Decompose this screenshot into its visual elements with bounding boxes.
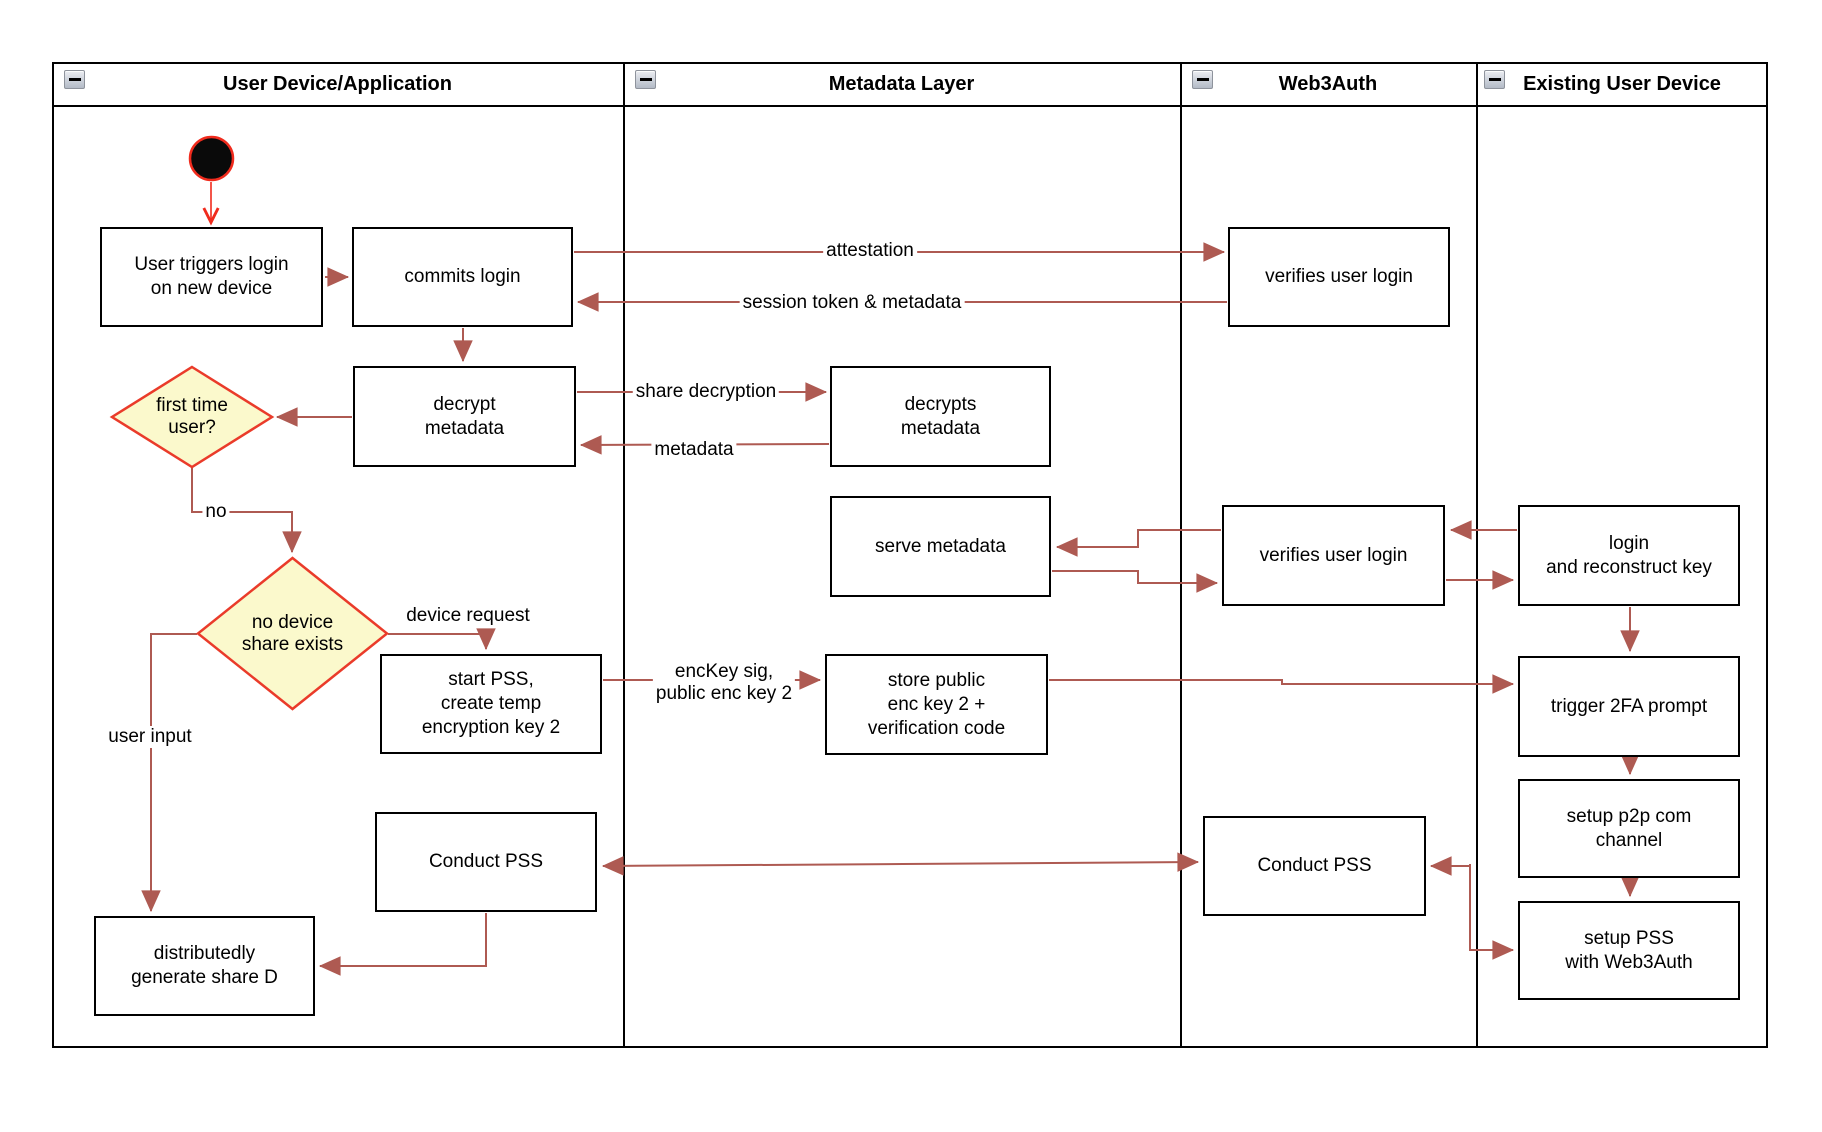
node-decrypt-metadata[interactable]: decrypt metadata (353, 366, 576, 467)
node-verifies-user-login-2[interactable]: verifies user login (1222, 505, 1445, 606)
header-underline (52, 105, 1768, 107)
node-trigger-2fa-prompt[interactable]: trigger 2FA prompt (1518, 656, 1740, 757)
collapse-minus-icon[interactable] (1484, 70, 1505, 89)
lane-header-user-device-application: User Device/Application (52, 62, 623, 107)
lane-separator-2 (1180, 62, 1182, 1048)
edge-label-attestation: attestation (823, 240, 917, 262)
node-distributedly-generate-share-d[interactable]: distributedly generate share D (94, 916, 315, 1016)
edge-label-no: no (202, 501, 230, 523)
node-verifies-user-login-1[interactable]: verifies user login (1228, 227, 1450, 327)
lane-header-web3auth: Web3Auth (1180, 62, 1476, 107)
edge-label-user-input: user input (105, 726, 195, 748)
node-store-public-enc-key[interactable]: store public enc key 2 + verification co… (825, 654, 1048, 755)
lane-title-existing-user-device: Existing User Device (1523, 73, 1721, 95)
lane-title-user-device-application: User Device/Application (223, 73, 452, 95)
lane-title-metadata-layer: Metadata Layer (828, 73, 975, 95)
node-setup-pss-web3auth[interactable]: setup PSS with Web3Auth (1518, 901, 1740, 1000)
node-login-reconstruct-key[interactable]: login and reconstruct key (1518, 505, 1740, 606)
edge-label-device-request: device request (403, 605, 533, 627)
collapse-minus-icon[interactable] (1192, 70, 1213, 89)
lane-header-existing-user-device: Existing User Device (1476, 62, 1768, 107)
edge-label-share-decryption: share decryption (632, 381, 780, 403)
node-start-pss[interactable]: start PSS, create temp encryption key 2 (380, 654, 602, 754)
node-decrypts-metadata[interactable]: decrypts metadata (830, 366, 1051, 467)
edge-label-enckey-sig-public-enc-key-2: encKey sig, public enc key 2 (652, 661, 796, 705)
diagram-frame (52, 62, 1768, 1048)
node-label-first-time-user: first time user? (156, 395, 228, 438)
edge-label-session-token-metadata: session token & metadata (739, 292, 965, 314)
lane-header-metadata-layer: Metadata Layer (623, 62, 1180, 107)
collapse-minus-icon[interactable] (64, 70, 85, 89)
lane-title-web3auth: Web3Auth (1278, 73, 1378, 95)
lane-separator-3 (1476, 62, 1478, 1048)
node-conduct-pss-web3auth[interactable]: Conduct PSS (1203, 816, 1426, 916)
edge-label-metadata: metadata (651, 439, 737, 461)
node-commits-login[interactable]: commits login (352, 227, 573, 327)
lane-separator-1 (623, 62, 625, 1048)
collapse-minus-icon[interactable] (635, 70, 656, 89)
node-conduct-pss-user-device[interactable]: Conduct PSS (375, 812, 597, 912)
node-label-no-device-share-exists: no device share exists (241, 611, 344, 655)
node-setup-p2p-channel[interactable]: setup p2p com channel (1518, 779, 1740, 878)
node-serve-metadata[interactable]: serve metadata (830, 496, 1051, 597)
node-user-triggers-login[interactable]: User triggers login on new device (100, 227, 323, 327)
